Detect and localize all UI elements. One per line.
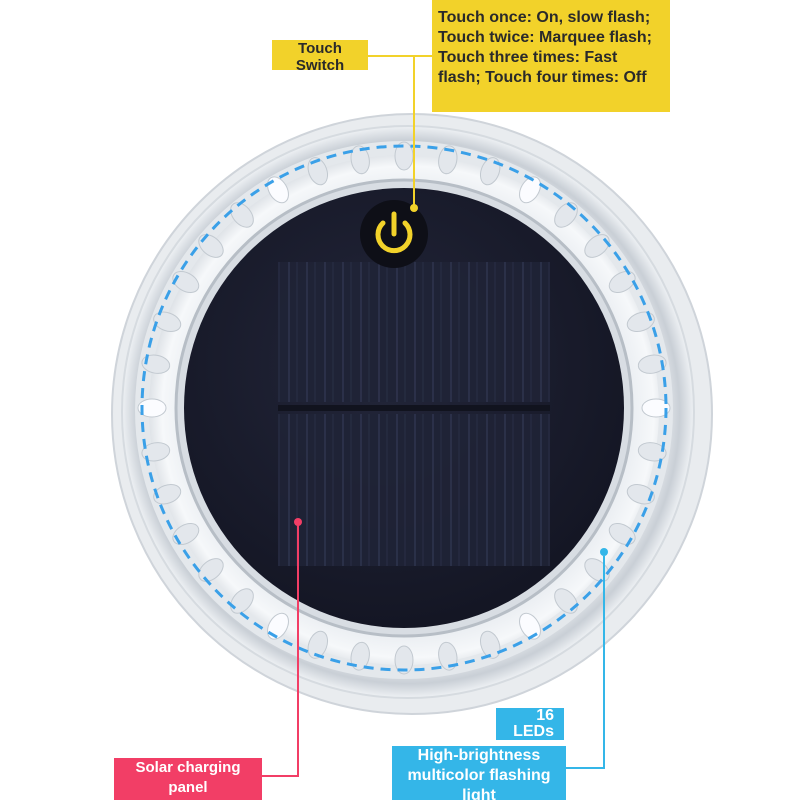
led-bead [608, 523, 636, 545]
led-ring [137, 141, 671, 675]
led-bead [137, 398, 167, 418]
touch-switch-label: Touch Switch [272, 40, 368, 74]
led-bead [350, 145, 370, 175]
callout-lines [262, 55, 608, 777]
led-bead [519, 612, 541, 640]
led-bead [637, 442, 667, 462]
led-bead [267, 612, 289, 640]
led-bead [153, 483, 182, 505]
led-bead [608, 271, 636, 293]
led-bead [230, 588, 254, 614]
led-bead [307, 630, 329, 659]
led-bead [626, 483, 655, 505]
led-bead [198, 558, 224, 582]
led-bead [267, 176, 289, 204]
led-bead [198, 234, 224, 258]
led-bead [554, 202, 578, 228]
led-bead [438, 641, 458, 671]
led-bead [141, 442, 171, 462]
power-icon[interactable] [360, 200, 428, 268]
led-bead [230, 202, 254, 228]
solar-cells [278, 262, 550, 566]
led-bead [153, 311, 182, 333]
led-bead [307, 157, 329, 186]
led-bead [584, 234, 610, 258]
led-description-label: High-brightness multicolor flashing ligh… [392, 746, 566, 800]
led-bead [519, 176, 541, 204]
led-bead [172, 271, 200, 293]
led-bead [394, 645, 414, 675]
led-bead [350, 641, 370, 671]
led-bead [554, 588, 578, 614]
led-bead [637, 354, 667, 374]
led-bead [479, 157, 501, 186]
led-bead [438, 145, 458, 175]
led-bead [172, 523, 200, 545]
led-bead [626, 311, 655, 333]
led-ring-guide [140, 144, 668, 672]
led-bead [479, 630, 501, 659]
led-bead [141, 354, 171, 374]
touch-instructions-label: Touch once: On, slow flash; Touch twice:… [432, 0, 670, 112]
solar-panel-label: Solar charging panel [114, 758, 262, 800]
led-bead [641, 398, 671, 418]
led-count-badge: 16 LEDs [496, 708, 564, 740]
